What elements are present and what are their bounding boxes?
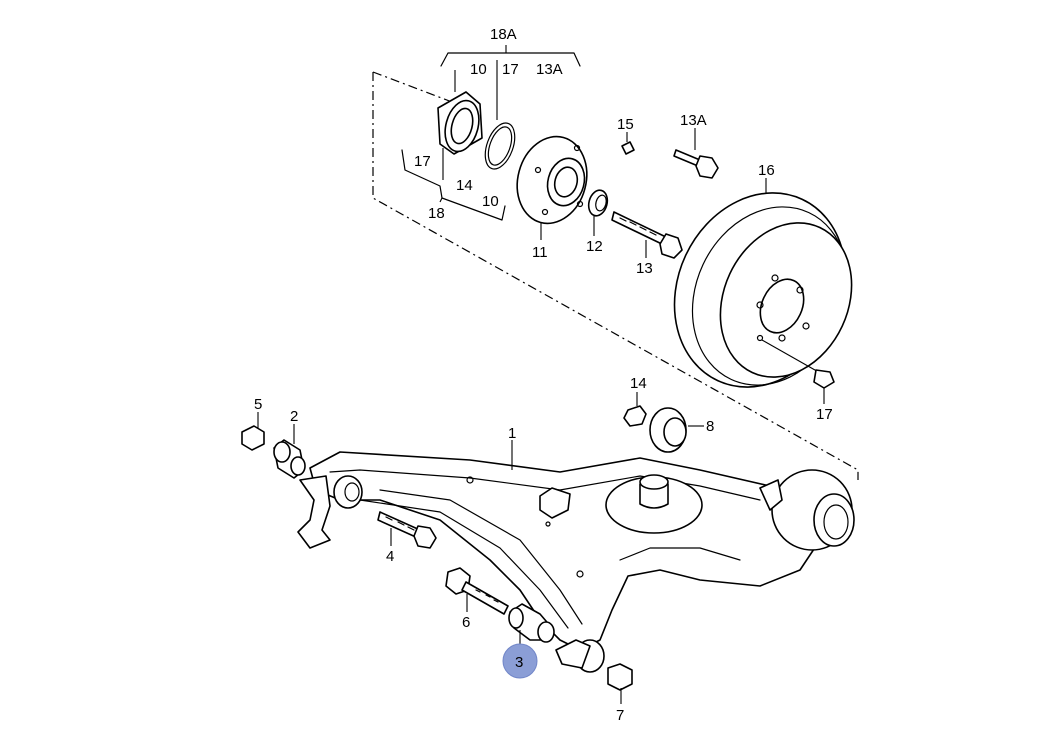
callout-2: 2 bbox=[290, 408, 298, 425]
bracket-18 bbox=[401, 149, 506, 221]
screw-part-17 bbox=[761, 339, 835, 404]
callout-18: 18 bbox=[428, 205, 445, 222]
bushing-part-2 bbox=[273, 424, 306, 479]
bracket-18a bbox=[440, 45, 581, 67]
callout-5: 5 bbox=[254, 396, 262, 413]
callout-7: 7 bbox=[616, 707, 624, 724]
callout-14-left: 14 bbox=[456, 177, 473, 194]
callout-8: 8 bbox=[706, 418, 714, 435]
callout-labels: 18A 10 17 13A 17 14 10 18 15 13A 16 11 1… bbox=[254, 26, 833, 724]
nut-part-14 bbox=[623, 392, 647, 427]
bolt-part-13a bbox=[673, 128, 719, 179]
callout-14-right: 14 bbox=[630, 375, 647, 392]
axle-beam-part-1 bbox=[297, 440, 855, 673]
highlight-marker-part-3[interactable] bbox=[502, 643, 538, 679]
bolt-part-4 bbox=[377, 511, 437, 549]
callout-16: 16 bbox=[758, 162, 775, 179]
callout-4: 4 bbox=[386, 548, 394, 565]
callout-3[interactable]: 3 bbox=[515, 654, 523, 671]
callout-18a: 18A bbox=[490, 26, 517, 43]
bolt-part-6 bbox=[445, 567, 509, 615]
bushing-part-8 bbox=[649, 407, 704, 453]
circlip-part-14 bbox=[484, 60, 516, 170]
callout-10-top: 10 bbox=[470, 61, 487, 78]
callout-12: 12 bbox=[586, 238, 603, 255]
callout-17-left: 17 bbox=[414, 153, 431, 170]
nut-part-7 bbox=[607, 663, 633, 704]
nut-part-5 bbox=[241, 412, 265, 451]
callout-1: 1 bbox=[508, 425, 516, 442]
callout-6: 6 bbox=[462, 614, 470, 631]
wheel-bearing-part-10 bbox=[437, 70, 483, 180]
callout-10-left: 10 bbox=[482, 193, 499, 210]
callout-13: 13 bbox=[636, 260, 653, 277]
callout-13a-right: 13A bbox=[680, 112, 707, 129]
brake-drum-part-16 bbox=[673, 178, 853, 388]
wheel-hub-part-11 bbox=[516, 135, 588, 240]
callout-17-top: 17 bbox=[502, 61, 519, 78]
callout-15: 15 bbox=[617, 116, 634, 133]
callout-11: 11 bbox=[532, 244, 548, 261]
callout-13a-top: 13A bbox=[536, 61, 563, 78]
bolt-part-13 bbox=[611, 211, 683, 259]
grease-cap-part-12 bbox=[587, 189, 609, 236]
callout-17-right: 17 bbox=[816, 406, 833, 423]
pin-part-15 bbox=[621, 132, 635, 155]
assembly-frame bbox=[372, 71, 859, 480]
